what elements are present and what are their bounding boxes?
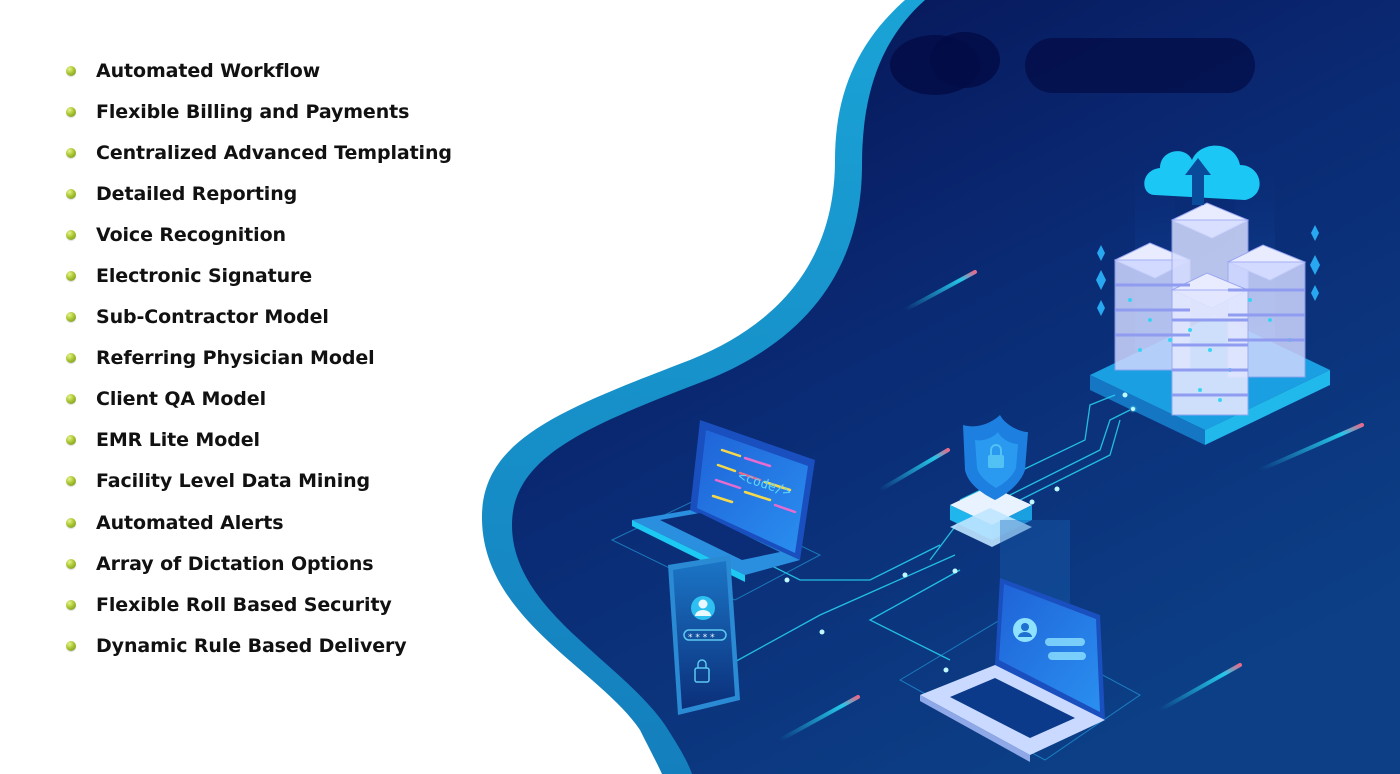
feature-label: EMR Lite Model	[96, 429, 260, 452]
feature-item: EMR Lite Model	[66, 420, 452, 461]
feature-label: Sub-Contractor Model	[96, 306, 329, 329]
feature-label: Flexible Roll Based Security	[96, 593, 392, 616]
feature-item: Flexible Roll Based Security	[66, 584, 452, 625]
feature-list: Automated Workflow Flexible Billing and …	[66, 50, 452, 666]
feature-label: Array of Dictation Options	[96, 552, 374, 575]
bullet-icon	[66, 188, 76, 199]
bullet-icon	[66, 353, 76, 364]
feature-label: Voice Recognition	[96, 223, 286, 246]
bullet-icon	[66, 435, 76, 446]
bullet-icon	[66, 147, 76, 158]
feature-label: Automated Workflow	[96, 59, 321, 82]
security-shield-icon	[950, 415, 1032, 547]
feature-item: Automated Workflow	[66, 50, 452, 91]
bullet-icon	[66, 312, 76, 323]
feature-label: Detailed Reporting	[96, 182, 298, 205]
network-nodes	[784, 392, 1137, 673]
feature-label: Client QA Model	[96, 388, 267, 411]
bullet-icon	[66, 106, 76, 117]
feature-label: Electronic Signature	[96, 265, 313, 288]
feature-label: Automated Alerts	[96, 511, 284, 534]
feature-label: Referring Physician Model	[96, 347, 375, 370]
bullet-icon	[66, 271, 76, 282]
feature-item: Sub-Contractor Model	[66, 297, 452, 338]
cloud-server-icon	[1090, 145, 1330, 445]
bullet-icon	[66, 229, 76, 240]
feature-label: Facility Level Data Mining	[96, 470, 371, 493]
feature-item: Automated Alerts	[66, 502, 452, 543]
feature-item: Flexible Billing and Payments	[66, 91, 452, 132]
light-streaks	[778, 270, 1364, 742]
feature-label: Dynamic Rule Based Delivery	[96, 634, 407, 657]
feature-item: Array of Dictation Options	[66, 543, 452, 584]
laptop-user-login-icon	[898, 520, 1141, 762]
bullet-icon	[66, 65, 76, 76]
feature-item: Voice Recognition	[66, 214, 452, 255]
bullet-icon	[66, 517, 76, 528]
feature-item: Dynamic Rule Based Delivery	[66, 625, 452, 666]
phone-password-mask: * * * *	[688, 633, 715, 643]
bullet-icon	[66, 599, 76, 610]
cloud-upload-icon	[1144, 145, 1260, 205]
feature-item: Centralized Advanced Templating	[66, 132, 452, 173]
smartphone-login-icon: * * * *	[668, 555, 740, 715]
feature-item: Detailed Reporting	[66, 173, 452, 214]
bullet-icon	[66, 476, 76, 487]
feature-item: Facility Level Data Mining	[66, 461, 452, 502]
feature-item: Electronic Signature	[66, 255, 452, 296]
bullet-icon	[66, 558, 76, 569]
bullet-icon	[66, 640, 76, 651]
bullet-icon	[66, 394, 76, 405]
feature-item: Client QA Model	[66, 379, 452, 420]
feature-item: Referring Physician Model	[66, 338, 452, 379]
feature-label: Centralized Advanced Templating	[96, 141, 452, 164]
feature-label: Flexible Billing and Payments	[96, 100, 410, 123]
